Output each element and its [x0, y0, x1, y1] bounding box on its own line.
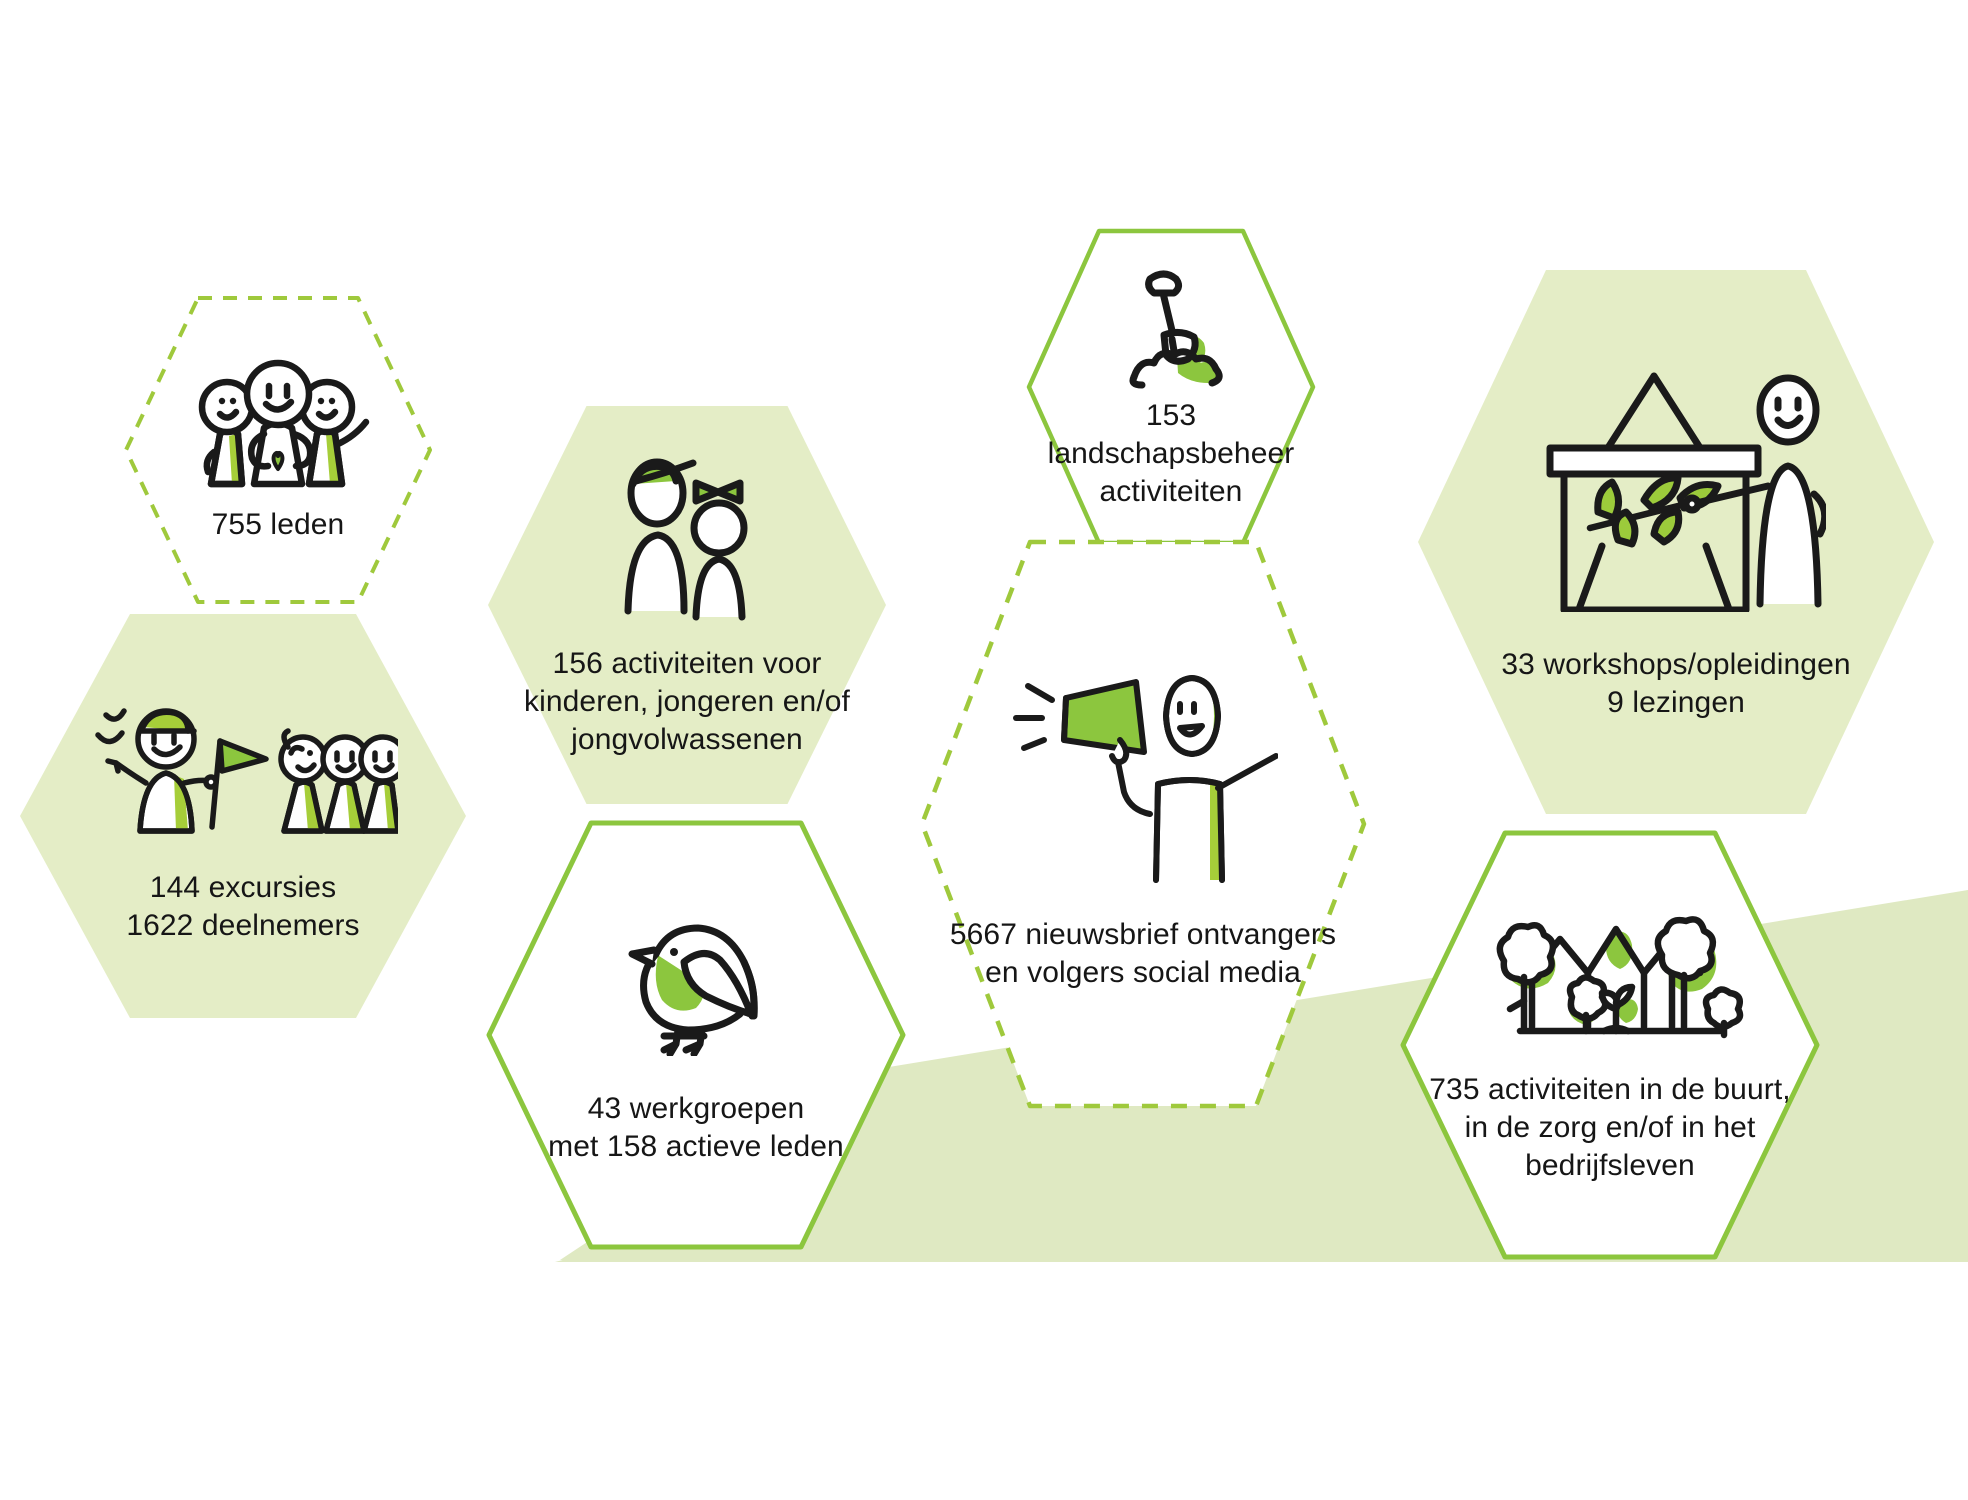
hex-tile-nieuwsbrief[interactable]: 5667 nieuwsbrief ontvangers en volgers s… — [918, 538, 1368, 1110]
hex-tile-leden[interactable]: 755 leden — [118, 290, 438, 610]
hex-tile-werkgroepen[interactable]: 43 werkgroepen met 158 actieve leden — [486, 820, 906, 1250]
hex-label-werkgroepen: 43 werkgroepen met 158 actieve leden — [548, 1092, 844, 1163]
hex-tile-workshops[interactable]: 33 workshops/opleidingen 9 lezingen — [1416, 268, 1936, 816]
hex-label-excursies: 144 excursies 1622 deelnemers — [126, 871, 360, 942]
hex-tile-landschapsbeheer[interactable]: 153 landschapsbeheer activiteiten — [1026, 228, 1316, 546]
hex-tile-buurt[interactable]: 735 activiteiten in de buurt, in de zorg… — [1400, 830, 1820, 1260]
hex-label-buurt: 735 activiteiten in de buurt, in de zorg… — [1429, 1073, 1791, 1182]
megaphone-person-icon — [1013, 675, 1278, 884]
boy-and-girl-icon — [624, 458, 748, 621]
bird-icon — [628, 924, 758, 1057]
hex-label-jeugdactiviteiten: 156 activiteiten voor kinderen, jongeren… — [524, 647, 850, 756]
three-people-heart-icon — [198, 359, 370, 488]
hex-tile-excursies[interactable]: 144 excursies 1622 deelnemers — [18, 612, 468, 1020]
hex-label-nieuwsbrief: 5667 nieuwsbrief ontvangers en volgers s… — [949, 918, 1337, 989]
shovel-in-soil-icon — [1129, 270, 1223, 389]
presentation-board-icon — [1546, 372, 1826, 613]
tour-guide-with-flag-icon — [95, 708, 398, 834]
hexagon-shape-dashed — [919, 539, 1367, 1109]
hex-tile-jeugdactiviteiten[interactable]: 156 activiteiten voor kinderen, jongeren… — [486, 404, 888, 806]
hexagon-shape-filled — [20, 614, 466, 1018]
hex-label-leden: 755 leden — [211, 508, 345, 542]
hex-label-landschapsbeheer: 153 landschapsbeheer activiteiten — [1047, 399, 1295, 508]
hex-label-workshops: 33 workshops/opleidingen 9 lezingen — [1501, 648, 1851, 719]
houses-and-trees-icon — [1496, 916, 1744, 1039]
